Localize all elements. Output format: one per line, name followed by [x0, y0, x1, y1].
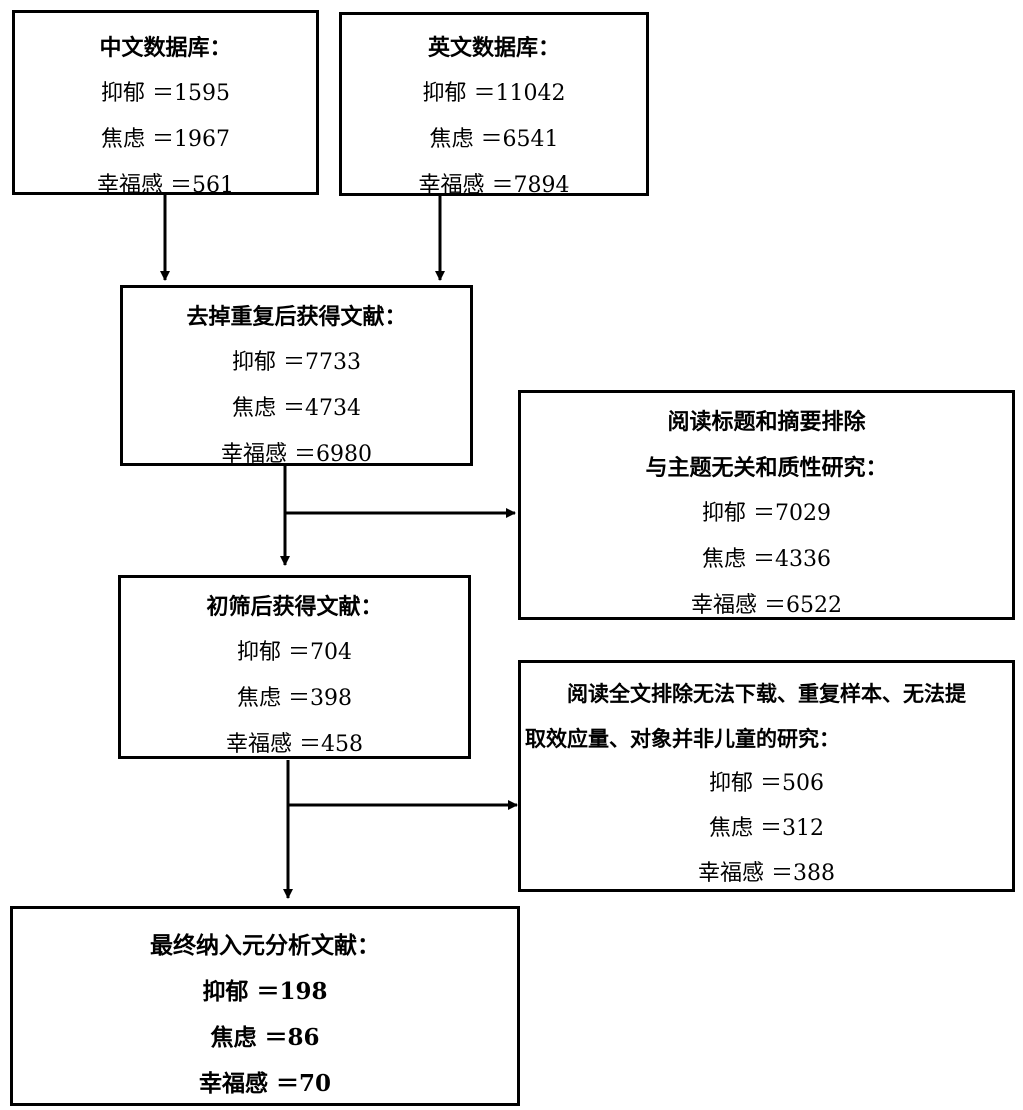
initial-screening-box: 初筛后获得文献： 抑郁 ＝704 焦虑 ＝398 幸福感 ＝458	[118, 575, 471, 759]
exclude-fulltext-title-2: 取效应量、对象并非儿童的研究：	[525, 726, 840, 751]
exclude-fulltext-depression: 抑郁 ＝506	[709, 771, 824, 796]
final-included-title: 最终纳入元分析文献：	[150, 932, 380, 959]
dedup-title: 去掉重复后获得文献：	[186, 304, 407, 330]
chinese-database-anxiety: 焦虑 ＝1967	[101, 127, 230, 152]
exclude-title-abstract-title-1: 阅读标题和摘要排除	[667, 409, 866, 435]
exclude-title-abstract-wellbeing: 幸福感 ＝6522	[691, 593, 842, 618]
dedup-depression: 抑郁 ＝7733	[232, 350, 361, 375]
dedup-anxiety: 焦虑 ＝4734	[232, 396, 361, 421]
exclude-fulltext-wellbeing: 幸福感 ＝388	[698, 861, 835, 886]
english-database-title: 英文数据库：	[427, 35, 560, 61]
exclude-title-abstract-title-2: 与主题无关和质性研究：	[645, 455, 888, 481]
initial-screening-anxiety: 焦虑 ＝398	[237, 686, 352, 711]
exclude-fulltext-box: 阅读全文排除无法下载、重复样本、无法提 取效应量、对象并非儿童的研究： 抑郁 ＝…	[518, 660, 1015, 892]
exclude-fulltext-title-1: 阅读全文排除无法下载、重复样本、无法提	[567, 681, 966, 706]
dedup-wellbeing: 幸福感 ＝6980	[221, 442, 372, 467]
initial-screening-title: 初筛后获得文献：	[206, 594, 383, 620]
english-database-wellbeing: 幸福感 ＝7894	[418, 173, 570, 198]
final-included-depression: 抑郁 ＝198	[202, 978, 328, 1005]
final-included-anxiety: 焦虑 ＝86	[210, 1024, 320, 1051]
english-database-anxiety: 焦虑 ＝6541	[429, 127, 559, 152]
exclude-title-abstract-box: 阅读标题和摘要排除 与主题无关和质性研究： 抑郁 ＝7029 焦虑 ＝4336 …	[518, 390, 1015, 620]
exclude-fulltext-anxiety: 焦虑 ＝312	[709, 816, 824, 841]
chinese-database-wellbeing: 幸福感 ＝561	[97, 173, 234, 198]
english-database-depression: 抑郁 ＝11042	[422, 81, 566, 106]
final-included-wellbeing: 幸福感 ＝70	[198, 1070, 331, 1097]
chinese-database-title: 中文数据库：	[99, 35, 232, 61]
chinese-database-depression: 抑郁 ＝1595	[101, 81, 230, 106]
final-included-box: 最终纳入元分析文献： 抑郁 ＝198 焦虑 ＝86 幸福感 ＝70	[10, 906, 520, 1106]
exclude-title-abstract-anxiety: 焦虑 ＝4336	[702, 547, 831, 572]
chinese-database-box: 中文数据库： 抑郁 ＝1595 焦虑 ＝1967 幸福感 ＝561	[12, 10, 319, 198]
exclude-title-abstract-depression: 抑郁 ＝7029	[702, 501, 831, 526]
initial-screening-wellbeing: 幸福感 ＝458	[226, 732, 363, 757]
initial-screening-depression: 抑郁 ＝704	[237, 640, 352, 665]
dedup-box: 去掉重复后获得文献： 抑郁 ＝7733 焦虑 ＝4734 幸福感 ＝6980	[120, 285, 473, 467]
english-database-box: 英文数据库： 抑郁 ＝11042 焦虑 ＝6541 幸福感 ＝7894	[339, 12, 649, 198]
